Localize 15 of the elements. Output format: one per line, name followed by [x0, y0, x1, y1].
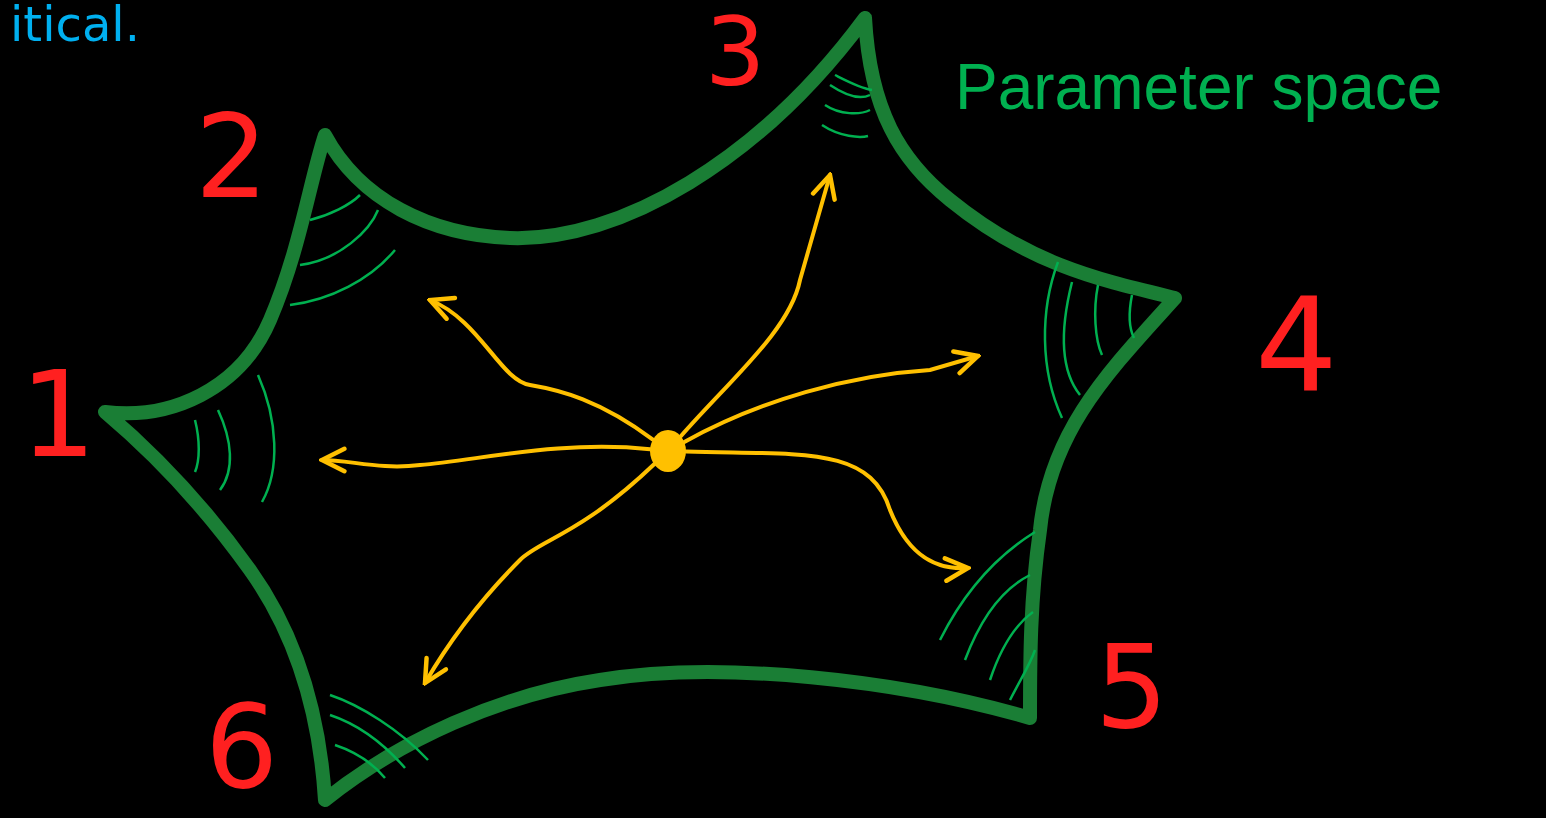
note-text: itical. [10, 0, 140, 48]
center-dot [650, 430, 686, 472]
arrow [684, 449, 971, 583]
arrow [678, 172, 837, 439]
arrow [682, 349, 981, 444]
region-title: Parameter space [955, 50, 1443, 124]
arrow [422, 462, 657, 686]
corner-number: 3 [705, 5, 766, 100]
corner-number: 4 [1255, 280, 1338, 410]
arrow [319, 444, 653, 475]
corner-number: 5 [1095, 630, 1169, 745]
corner-number: 2 [195, 100, 269, 215]
arrow [427, 297, 655, 442]
corner-number: 1 [20, 355, 97, 475]
corner-number: 6 [205, 690, 279, 805]
